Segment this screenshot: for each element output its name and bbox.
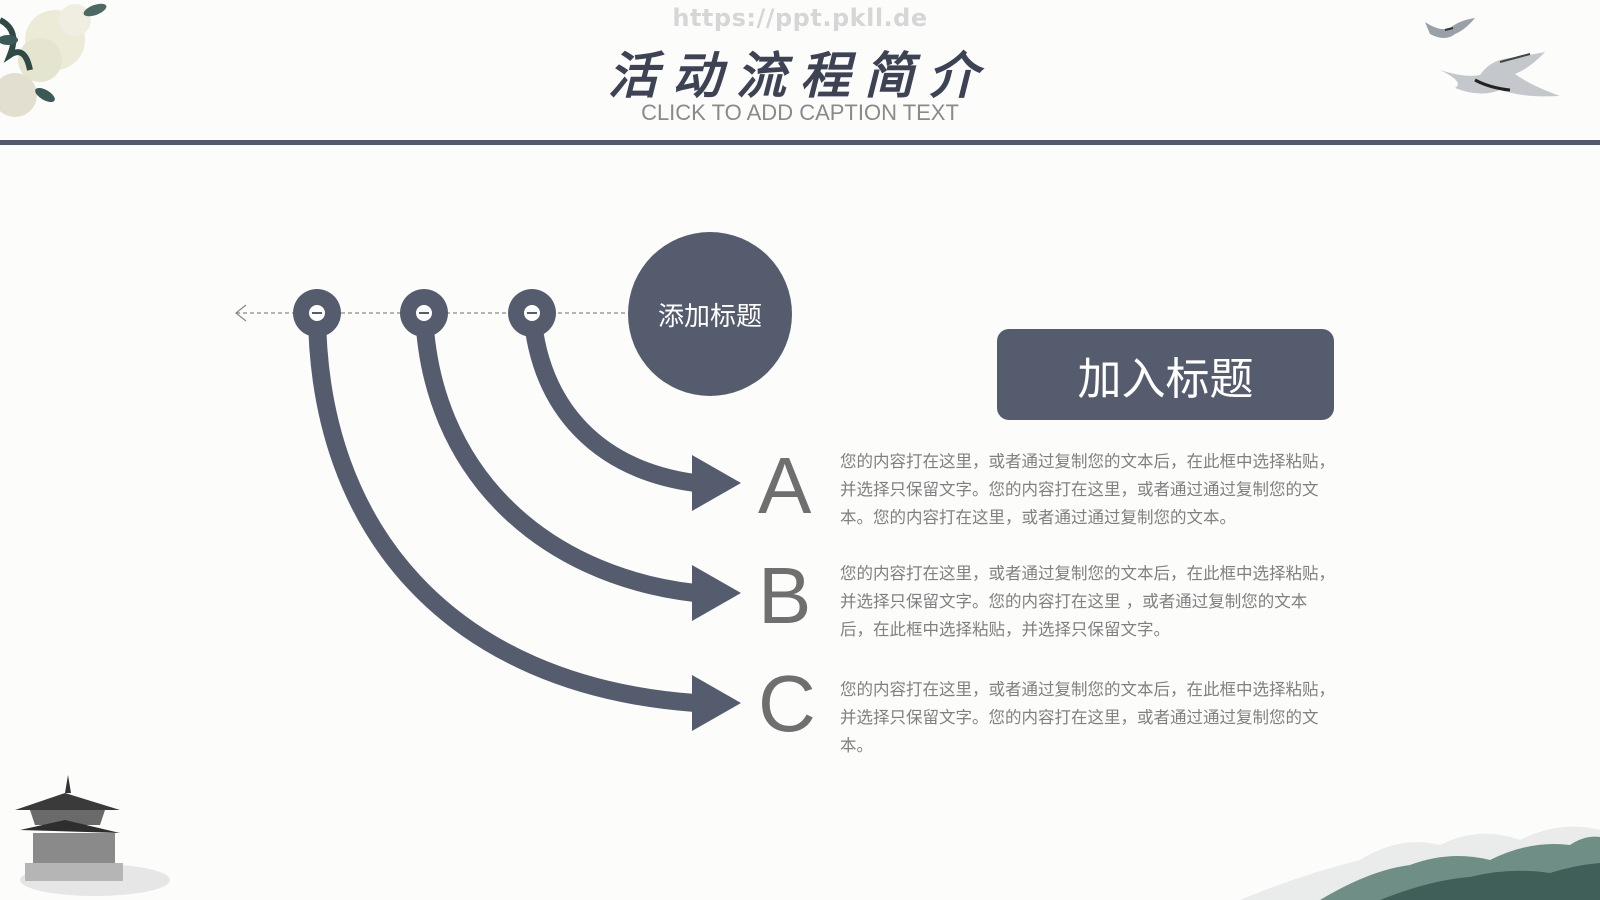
arrow-b-head — [692, 565, 741, 621]
page-title: 活动流程简介 — [608, 46, 992, 105]
page-subtitle: CLICK TO ADD CAPTION TEXT — [641, 100, 959, 125]
item-c-text[interactable]: 您的内容打在这里，或者通过复制您的文本后，在此框中选择粘贴，并选择只保留文字。您… — [840, 680, 1335, 755]
banner-title[interactable]: 加入标题 — [997, 329, 1334, 420]
header-divider — [0, 140, 1600, 145]
flower-decoration — [0, 3, 107, 117]
item-a-text[interactable]: 您的内容打在这里，或者通过复制您的文本后，在此框中选择粘贴，并选择只保留文字。您… — [840, 452, 1335, 527]
item-b-text[interactable]: 您的内容打在这里，或者通过复制您的文本后，在此框中选择粘贴，并选择只保留文字。您… — [840, 564, 1335, 639]
arrow-a — [523, 312, 697, 492]
arrow-c — [308, 312, 696, 712]
pavilion-decoration — [15, 775, 170, 896]
mountain-decoration — [1240, 826, 1600, 900]
watermark: https://ppt.pkll.de — [672, 4, 928, 32]
item-c-letter: C — [758, 659, 816, 748]
circle-title[interactable]: 添加标题 — [628, 232, 792, 396]
arrow-c-head — [692, 675, 741, 731]
arrow-left-icon — [235, 304, 247, 322]
item-b-letter: B — [758, 551, 812, 640]
birds-decoration — [1425, 18, 1560, 97]
item-a-letter: A — [758, 441, 812, 530]
arrow-a-head — [692, 455, 741, 511]
arrow-b — [415, 312, 697, 602]
